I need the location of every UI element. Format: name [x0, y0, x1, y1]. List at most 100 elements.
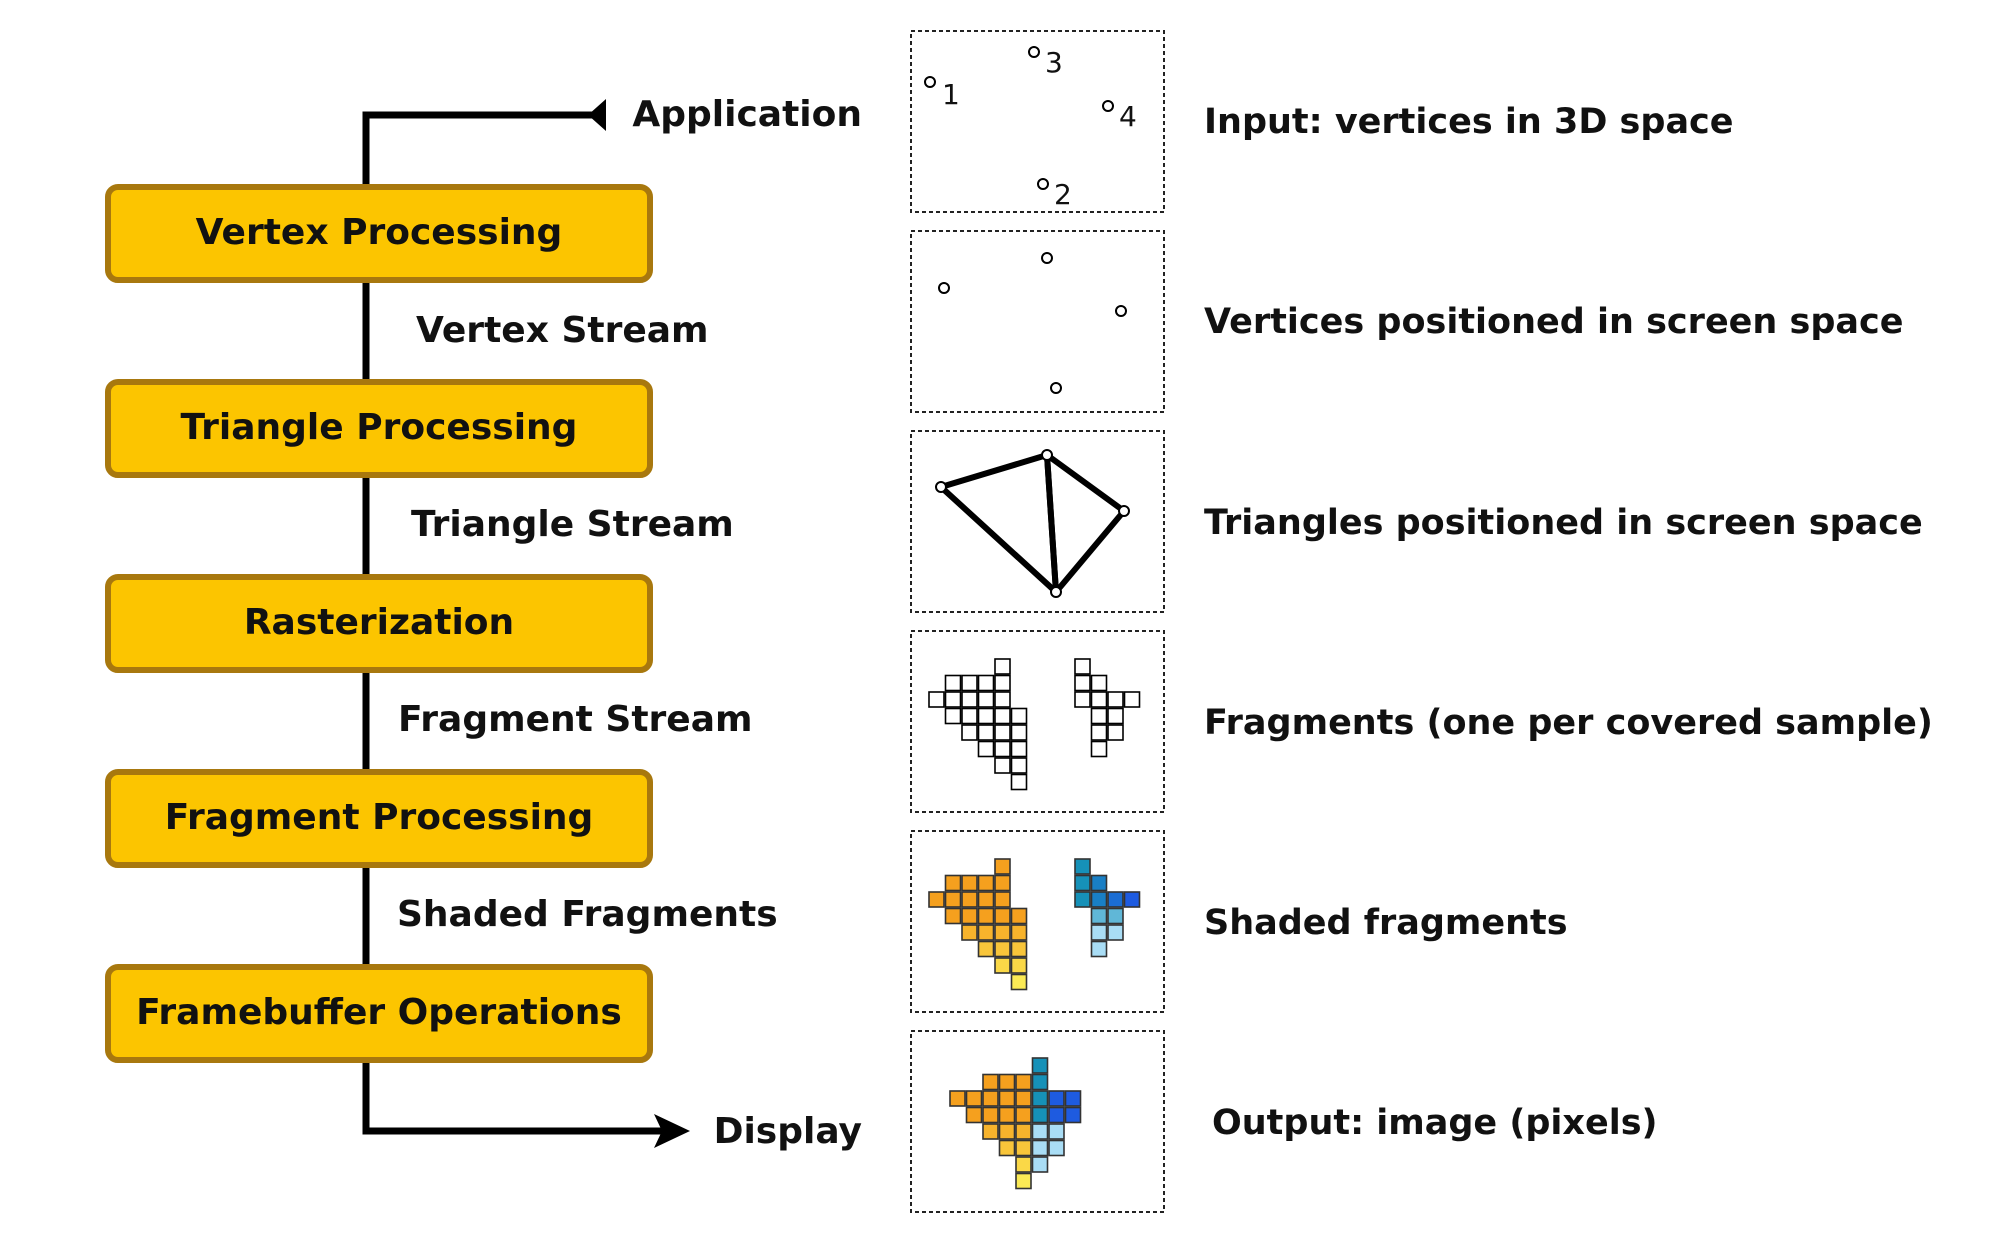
- stage-label: Rasterization: [244, 602, 514, 643]
- fragment-cell: [1010, 757, 1028, 774]
- vertex-number: 1: [942, 78, 960, 111]
- fragment-cell: [1010, 957, 1028, 974]
- fragment-cell: [961, 691, 978, 708]
- fragment-cell: [994, 757, 1011, 774]
- stage-framebuffer-operations: Framebuffer Operations: [105, 964, 653, 1063]
- panel-shaded-fragments: [910, 830, 1165, 1013]
- fragment-cell: [1074, 891, 1091, 908]
- panel-fragments: [910, 630, 1165, 813]
- fragment-cell: [982, 1106, 999, 1124]
- fragment-cell: [1107, 891, 1124, 908]
- stage-label: Fragment Processing: [165, 797, 594, 838]
- shaded-fragment-grid: [928, 858, 1141, 991]
- fragment-cell: [965, 1090, 983, 1107]
- fragment-cell: [1090, 874, 1108, 892]
- fragment-cell: [1123, 891, 1141, 908]
- fragment-cell: [994, 940, 1011, 958]
- screen-vertices: [938, 252, 1127, 394]
- fragment-cell: [961, 924, 978, 941]
- panel-description: Shaded fragments: [1204, 903, 1568, 943]
- fragment-cell: [1010, 924, 1028, 941]
- vertex-point: [1050, 382, 1062, 394]
- fragment-cell: [1074, 691, 1091, 708]
- fragment-cell: [961, 707, 978, 725]
- fragment-cell: [961, 674, 978, 692]
- stage-vertex-processing: Vertex Processing: [105, 184, 653, 283]
- stage-box: [105, 769, 653, 868]
- fragment-cell: [994, 891, 1011, 908]
- stage-box: [105, 574, 653, 673]
- shaded-fragments-label: Shaded Fragments: [397, 894, 778, 935]
- fragment-cell: [961, 907, 978, 925]
- stage-fragment-processing: Fragment Processing: [105, 769, 653, 868]
- fragment-cell: [1090, 674, 1108, 692]
- fragment-cell: [1031, 1057, 1049, 1074]
- panel-description: Fragments (one per covered sample): [1204, 703, 1933, 743]
- fragment-cell: [998, 1123, 1016, 1140]
- fragment-cell: [1123, 691, 1141, 708]
- panel-description: Vertices positioned in screen space: [1204, 302, 1904, 342]
- fragment-cell: [1048, 1123, 1065, 1140]
- fragment-cell: [1010, 940, 1028, 958]
- fragment-cell: [998, 1073, 1016, 1091]
- fragment-cell: [961, 724, 978, 741]
- vertex-point: [1102, 100, 1114, 112]
- fragment-cell: [961, 874, 978, 892]
- stage-box: [105, 964, 653, 1063]
- fragment-cell: [1015, 1073, 1032, 1091]
- fragment-cell: [1090, 707, 1108, 725]
- fragment-cell: [1031, 1139, 1049, 1157]
- fragment-cell: [998, 1139, 1016, 1157]
- fragment-cell: [977, 674, 995, 692]
- fragment-cell: [944, 874, 962, 892]
- fragment-cell: [1074, 674, 1091, 692]
- fragment-cell: [928, 691, 945, 708]
- fragment-cell: [1031, 1073, 1049, 1091]
- fragment-cell: [1010, 773, 1028, 791]
- input-vertices: 1 2 3 4: [924, 46, 1137, 211]
- fragment-cell: [1010, 740, 1028, 758]
- triangle-right: [1044, 452, 1127, 595]
- fragment-cell: [1107, 691, 1124, 708]
- vertex-point: [1115, 305, 1127, 317]
- fragment-cell: [977, 691, 995, 708]
- vertex-point: [1037, 178, 1049, 190]
- fragment-cell: [1107, 707, 1124, 725]
- vertex-stream-label: Vertex Stream: [416, 310, 709, 351]
- stage-label: Framebuffer Operations: [136, 992, 622, 1033]
- fragment-cell: [944, 891, 962, 908]
- triangles: [935, 449, 1130, 598]
- vertex-point: [1028, 46, 1040, 58]
- fragment-cell: [1031, 1156, 1049, 1173]
- fragment-cell: [1031, 1090, 1049, 1107]
- fragment-cell: [977, 707, 995, 725]
- triangle-stream-label: Triangle Stream: [411, 504, 734, 545]
- vertex-number: 4: [1119, 100, 1137, 133]
- vertex-point: [935, 481, 947, 493]
- output-pixel-grid: [949, 1057, 1082, 1190]
- fragment-cell: [944, 707, 962, 725]
- fragment-cell: [1031, 1106, 1049, 1124]
- fragment-cell: [998, 1090, 1016, 1107]
- fragment-cell: [994, 707, 1011, 725]
- vertex-point: [1041, 449, 1053, 461]
- fragment-cell: [1015, 1139, 1032, 1157]
- panel-triangles: [910, 430, 1165, 613]
- display-arrowhead: [654, 1114, 690, 1148]
- fragment-cell: [1048, 1090, 1065, 1107]
- fragment-cell: [1074, 658, 1091, 675]
- fragment-cell: [1090, 940, 1108, 958]
- triangle-left: [938, 452, 1059, 595]
- fragment-cell: [928, 891, 945, 908]
- stage-triangle-processing: Triangle Processing: [105, 379, 653, 478]
- fragment-cell: [1107, 907, 1124, 925]
- fragment-cell: [1031, 1123, 1049, 1140]
- vertex-number: 3: [1045, 46, 1063, 79]
- application-label: Application: [632, 94, 862, 135]
- fragment-cell: [977, 940, 995, 958]
- fragment-cell: [977, 924, 995, 941]
- fragment-cell: [961, 891, 978, 908]
- fragment-cell: [1015, 1123, 1032, 1140]
- fragment-cell: [1074, 858, 1091, 875]
